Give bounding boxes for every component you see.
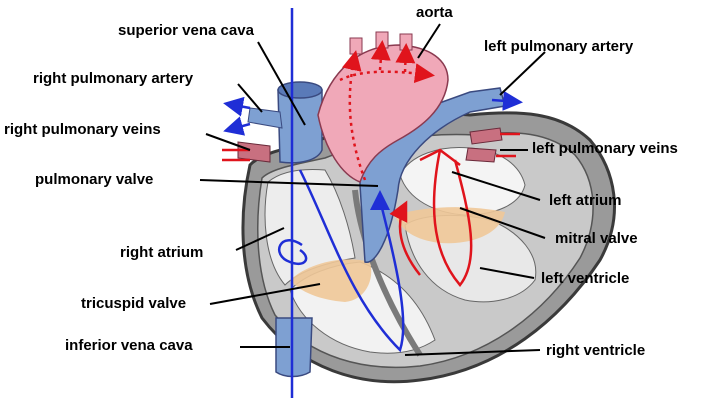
label-right-pulmonary-veins: right pulmonary veins bbox=[4, 121, 161, 138]
label-aorta: aorta bbox=[416, 4, 453, 21]
left-pulmonary-veins-vessel-1 bbox=[469, 127, 503, 145]
right-atrium-chamber bbox=[264, 169, 356, 286]
label-mitral-valve: mitral valve bbox=[555, 230, 638, 247]
aorta-branch-2 bbox=[375, 31, 389, 49]
leader-right-pulmonary-artery bbox=[237, 83, 263, 113]
leader-left-atrium bbox=[451, 171, 541, 201]
leader-aorta bbox=[417, 23, 441, 59]
leader-lines bbox=[199, 23, 546, 356]
leader-pulmonary-valve bbox=[199, 179, 379, 187]
label-superior-vena-cava: superior vena cava bbox=[118, 22, 254, 39]
label-pulmonary-valve: pulmonary valve bbox=[35, 171, 154, 188]
label-left-atrium: left atrium bbox=[549, 192, 622, 209]
leader-right-atrium bbox=[235, 227, 285, 251]
septum bbox=[352, 189, 423, 357]
right-pulmonary-veins-vessel bbox=[237, 141, 271, 163]
aorta-branch-3 bbox=[399, 33, 413, 51]
right-pulmonary-artery-vessel bbox=[247, 107, 283, 129]
superior-vena-cava-opening bbox=[277, 81, 323, 99]
aorta-flow-dots bbox=[339, 63, 435, 84]
label-left-pulmonary-artery: left pulmonary artery bbox=[484, 38, 634, 55]
leader-mitral-valve bbox=[459, 207, 546, 239]
mitral-valve-shape bbox=[395, 207, 505, 244]
label-right-atrium: right atrium bbox=[120, 244, 204, 261]
label-right-pulmonary-artery: right pulmonary artery bbox=[33, 70, 194, 87]
leader-right-pulmonary-veins bbox=[205, 133, 251, 151]
leader-left-ventricle bbox=[479, 267, 535, 279]
label-inferior-vena-cava: inferior vena cava bbox=[65, 337, 193, 354]
leader-superior-vena-cava bbox=[257, 41, 306, 126]
oxygenated-flow-path-2 bbox=[419, 148, 461, 166]
oxygenated-flow-path bbox=[432, 149, 473, 287]
leader-left-pulmonary-artery bbox=[499, 51, 546, 96]
deoxygenated-loop bbox=[278, 239, 308, 266]
aorta-branch-1 bbox=[349, 37, 363, 55]
leader-tricuspid-valve bbox=[209, 283, 321, 305]
oxygenated-flow-arrow bbox=[389, 200, 421, 276]
label-right-ventricle: right ventricle bbox=[546, 342, 646, 359]
superior-vena-cava-vessel bbox=[277, 89, 323, 164]
label-tricuspid-valve: tricuspid valve bbox=[81, 295, 187, 312]
arrow-icon bbox=[491, 90, 523, 111]
aorta-flow-dots bbox=[341, 50, 367, 181]
deoxygenated-flow-path bbox=[298, 169, 405, 353]
arrow-icon bbox=[223, 96, 251, 117]
label-left-ventricle: left ventricle bbox=[541, 270, 630, 287]
left-pulmonary-veins-vessel-2 bbox=[465, 147, 497, 163]
leader-right-ventricle bbox=[404, 349, 541, 356]
arrow-icon bbox=[223, 116, 251, 136]
tricuspid-valve-shape bbox=[290, 259, 372, 302]
label-left-pulmonary-veins: left pulmonary veins bbox=[532, 140, 678, 157]
inferior-vena-cava-vessel bbox=[275, 317, 313, 378]
